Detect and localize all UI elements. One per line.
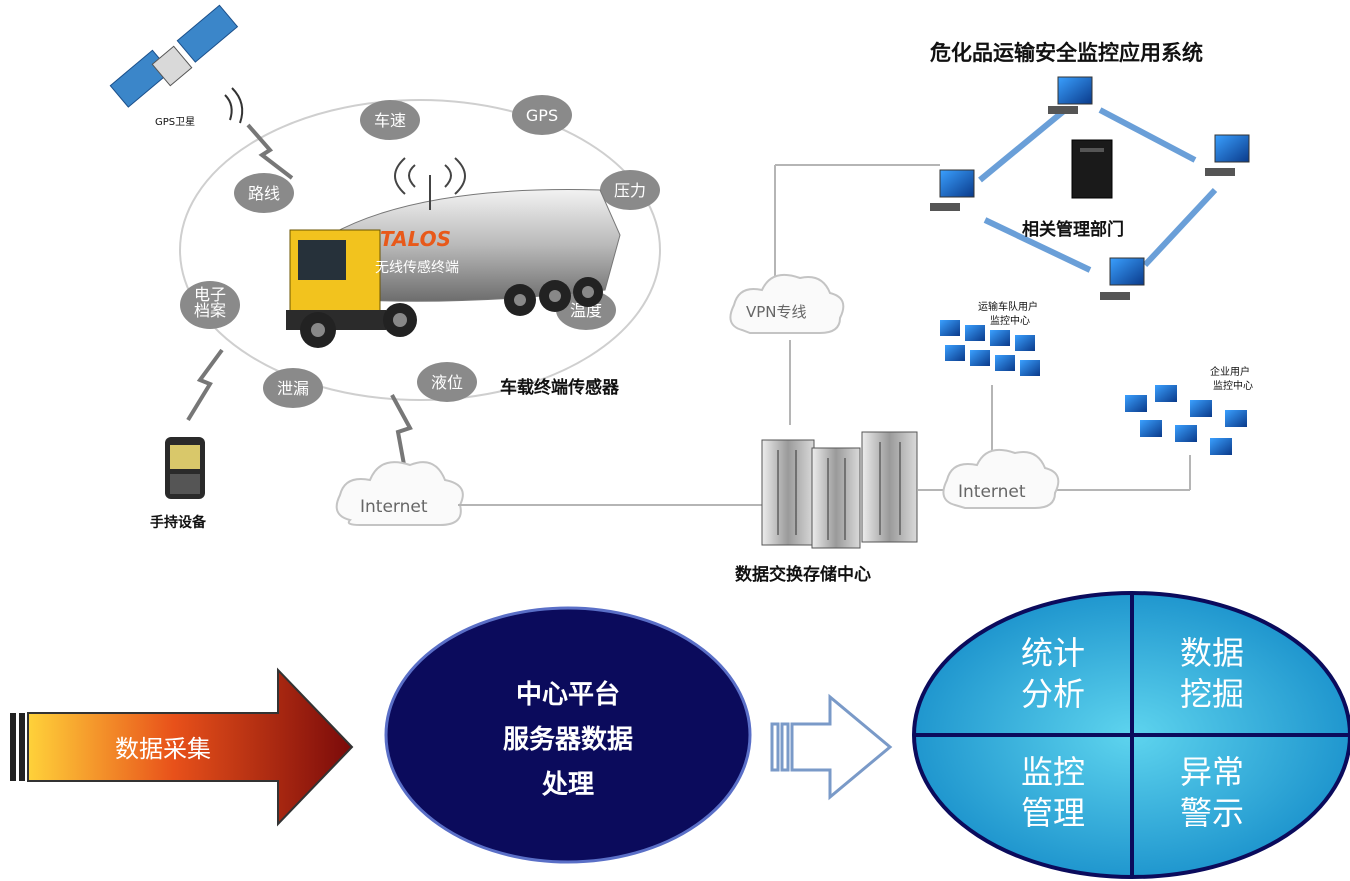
server-tower-icon — [1071, 139, 1113, 199]
vpn-label: VPN专线 — [746, 303, 807, 321]
internet-left-label: Internet — [360, 497, 428, 517]
enterprise-workstations-icon — [1125, 385, 1247, 455]
svg-text:电子档案: 电子档案 — [194, 285, 226, 320]
handheld-device-label: 手持设备 — [150, 514, 207, 531]
brand-logo: TALOS — [380, 227, 451, 251]
sensor-bubble: 泄漏 — [263, 368, 323, 408]
data-collection-arrow — [10, 667, 354, 827]
enterprise-center-label-line1: 企业用户 — [1210, 365, 1250, 378]
quad-mining-line1: 数据 — [1180, 634, 1244, 672]
signal-bolt-icon — [186, 348, 224, 422]
svg-text:车速: 车速 — [374, 111, 406, 130]
workstation-icon — [1100, 257, 1145, 300]
data-center-servers-icon — [761, 431, 918, 549]
data-collection-label: 数据采集 — [115, 735, 211, 763]
quad-monitor-line1: 监控 — [1021, 753, 1085, 791]
data-center-label: 数据交换存储中心 — [735, 564, 871, 585]
svg-text:压力: 压力 — [614, 181, 646, 200]
hollow-arrow-icon — [770, 693, 893, 801]
handheld-device-icon — [165, 437, 205, 499]
system-title: 危化品运输安全监控应用系统 — [930, 41, 1203, 65]
fleet-center-label-line1: 运输车队用户 — [978, 300, 1038, 313]
functions-quadrant — [912, 591, 1350, 879]
bubble-label-line: 电子 — [194, 285, 226, 304]
enterprise-center-label-line2: 监控中心 — [1213, 379, 1253, 392]
quad-monitor-line2: 管理 — [1021, 794, 1085, 832]
svg-text:液位: 液位 — [431, 373, 463, 392]
vehicle-terminal-caption: 车载终端传感器 — [500, 377, 620, 398]
quad-stat-line1: 统计 — [1021, 634, 1085, 672]
sensor-orbit — [179, 99, 661, 401]
sensor-bubble: 压力 — [600, 170, 660, 210]
vpn-cloud-icon — [729, 274, 845, 334]
svg-text:路线: 路线 — [248, 184, 280, 203]
center-platform-line3: 处理 — [541, 770, 594, 800]
internet-right-label: Internet — [958, 482, 1026, 502]
sensor-bubble: 车速 — [360, 100, 420, 140]
internet-cloud-icon — [335, 461, 464, 526]
arrow-links — [978, 107, 1218, 273]
bubble-label-line: 档案 — [194, 301, 226, 320]
svg-text:GPS: GPS — [526, 106, 558, 125]
signal-bolt-icon — [390, 394, 413, 471]
sensor-bubble: GPS — [512, 95, 572, 135]
center-platform-node — [384, 606, 752, 864]
dept-label: 相关管理部门 — [1022, 219, 1124, 240]
svg-text:温度: 温度 — [570, 301, 602, 320]
svg-text:泄漏: 泄漏 — [277, 379, 309, 398]
fleet-workstations-icon — [940, 320, 1040, 376]
quad-stat-line2: 分析 — [1021, 675, 1085, 713]
sensor-bubble: 温度 — [556, 290, 616, 330]
sensor-bubble: 电子档案 — [180, 281, 240, 329]
signal-bolt-icon — [246, 123, 294, 180]
workstation-icon — [1048, 76, 1093, 114]
internet-cloud-icon — [942, 449, 1060, 509]
workstation-icon — [930, 169, 975, 211]
quad-alert-line2: 警示 — [1180, 794, 1244, 832]
workstation-icon — [1205, 134, 1250, 176]
tanker-truck-icon — [286, 157, 621, 348]
quad-mining-line2: 挖掘 — [1180, 675, 1244, 713]
wireless-terminal-label: 无线传感终端 — [375, 259, 459, 276]
gps-satellite-label: GPS卫星 — [155, 116, 195, 128]
sensor-bubble: 液位 — [417, 362, 477, 402]
center-platform-line1: 中心平台 — [516, 679, 620, 710]
fleet-center-label-line2: 监控中心 — [990, 314, 1030, 327]
gps-satellite-icon — [109, 4, 244, 124]
center-platform-line2: 服务器数据 — [503, 725, 633, 755]
quad-alert-line1: 异常 — [1180, 753, 1244, 791]
sensor-bubble: 路线 — [234, 173, 294, 213]
